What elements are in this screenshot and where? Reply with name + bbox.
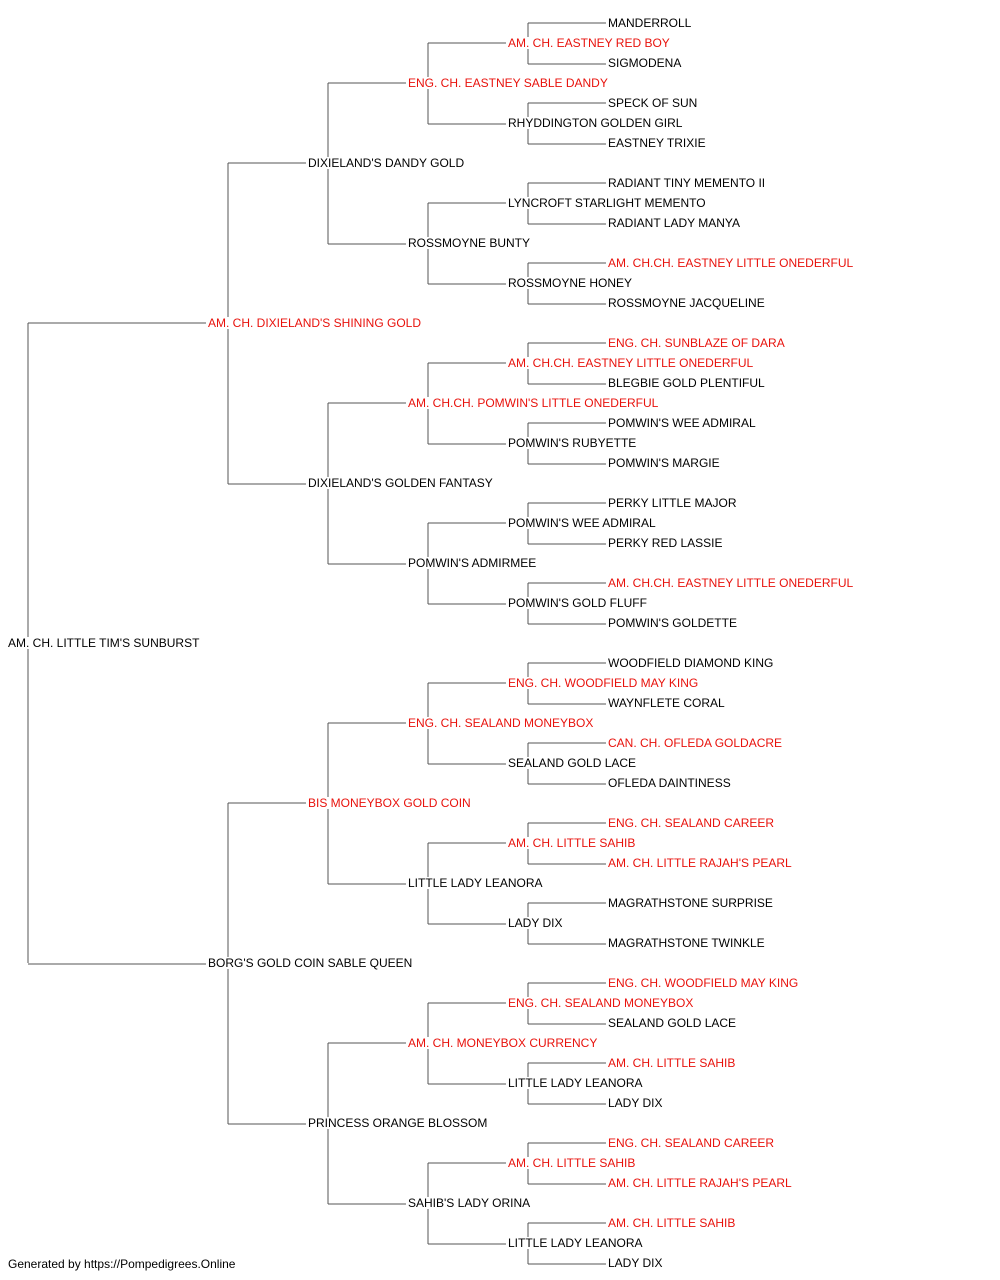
dog-name-gen3-dam[interactable]: SAHIB'S LADY ORINA [408,1196,530,1210]
dog-name-gen3-sire[interactable]: AM. CH.CH. POMWIN'S LITTLE ONEDERFUL [408,396,659,410]
dog-name-gen5-sire[interactable]: ENG. CH. SUNBLAZE OF DARA [608,336,785,350]
dog-name-gen5-sire[interactable]: ENG. CH. WOODFIELD MAY KING [608,976,798,990]
dog-name-gen5-sire[interactable]: RADIANT TINY MEMENTO II [608,176,765,190]
dog-name-gen5-dam[interactable]: SIGMODENA [608,56,681,70]
dog-name-gen5-sire[interactable]: WOODFIELD DIAMOND KING [608,656,773,670]
dog-name-gen4-dam[interactable]: RHYDDINGTON GOLDEN GIRL [508,116,683,130]
dog-name-gen5-sire[interactable]: MANDERROLL [608,16,692,30]
dog-name-gen4-sire[interactable]: ENG. CH. WOODFIELD MAY KING [508,676,698,690]
dog-name-gen4-sire[interactable]: POMWIN'S WEE ADMIRAL [508,516,656,530]
dog-name-gen3-dam[interactable]: LITTLE LADY LEANORA [408,876,543,890]
dog-name-gen5-dam[interactable]: AM. CH. LITTLE RAJAH'S PEARL [608,1176,792,1190]
dog-name-gen5-sire[interactable]: AM. CH.CH. EASTNEY LITTLE ONEDERFUL [608,256,853,270]
dog-name-gen0-subject[interactable]: AM. CH. LITTLE TIM'S SUNBURST [8,636,200,650]
dog-name-gen5-sire[interactable]: MAGRATHSTONE SURPRISE [608,896,773,910]
dog-name-gen5-sire[interactable]: CAN. CH. OFLEDA GOLDACRE [608,736,782,750]
dog-name-gen5-sire[interactable]: PERKY LITTLE MAJOR [608,496,737,510]
dog-name-gen5-sire[interactable]: SPECK OF SUN [608,96,697,110]
dog-name-gen3-dam[interactable]: POMWIN'S ADMIRMEE [408,556,536,570]
dog-name-gen5-sire[interactable]: POMWIN'S WEE ADMIRAL [608,416,756,430]
dog-name-gen2-sire[interactable]: DIXIELAND'S DANDY GOLD [308,156,464,170]
dog-name-gen5-dam[interactable]: LADY DIX [608,1096,662,1110]
dog-name-gen2-sire[interactable]: BIS MONEYBOX GOLD COIN [308,796,471,810]
dog-name-gen5-dam[interactable]: POMWIN'S MARGIE [608,456,720,470]
dog-name-gen4-dam[interactable]: LITTLE LADY LEANORA [508,1236,643,1250]
dog-name-gen5-sire[interactable]: AM. CH. LITTLE SAHIB [608,1216,735,1230]
dog-name-gen4-sire[interactable]: AM. CH. LITTLE SAHIB [508,836,635,850]
dog-name-gen4-dam[interactable]: LADY DIX [508,916,562,930]
dog-name-gen5-dam[interactable]: RADIANT LADY MANYA [608,216,740,230]
dog-name-gen5-sire[interactable]: AM. CH.CH. EASTNEY LITTLE ONEDERFUL [608,576,853,590]
dog-name-gen5-sire[interactable]: ENG. CH. SEALAND CAREER [608,1136,774,1150]
dog-name-gen5-sire[interactable]: ENG. CH. SEALAND CAREER [608,816,774,830]
footer-credit: Generated by https://Pompedigrees.Online [8,1257,236,1271]
dog-name-gen4-sire[interactable]: AM. CH. LITTLE SAHIB [508,1156,635,1170]
dog-name-gen3-sire[interactable]: ENG. CH. SEALAND MONEYBOX [408,716,593,730]
dog-name-gen2-dam[interactable]: PRINCESS ORANGE BLOSSOM [308,1116,487,1130]
dog-name-gen5-dam[interactable]: BLEGBIE GOLD PLENTIFUL [608,376,765,390]
dog-name-gen5-sire[interactable]: AM. CH. LITTLE SAHIB [608,1056,735,1070]
dog-name-gen4-dam[interactable]: SEALAND GOLD LACE [508,756,636,770]
dog-name-gen5-dam[interactable]: POMWIN'S GOLDETTE [608,616,737,630]
dog-name-gen4-sire[interactable]: AM. CH. EASTNEY RED BOY [508,36,670,50]
dog-name-gen3-sire[interactable]: AM. CH. MONEYBOX CURRENCY [408,1036,597,1050]
dog-name-gen4-dam[interactable]: LITTLE LADY LEANORA [508,1076,643,1090]
dog-name-gen4-dam[interactable]: POMWIN'S RUBYETTE [508,436,636,450]
dog-name-gen2-dam[interactable]: DIXIELAND'S GOLDEN FANTASY [308,476,493,490]
dog-name-gen4-dam[interactable]: POMWIN'S GOLD FLUFF [508,596,647,610]
dog-name-gen5-dam[interactable]: AM. CH. LITTLE RAJAH'S PEARL [608,856,792,870]
dog-name-gen5-dam[interactable]: WAYNFLETE CORAL [608,696,725,710]
dog-name-gen4-dam[interactable]: ROSSMOYNE HONEY [508,276,632,290]
dog-name-gen5-dam[interactable]: EASTNEY TRIXIE [608,136,706,150]
dog-name-gen3-sire[interactable]: ENG. CH. EASTNEY SABLE DANDY [408,76,608,90]
dog-name-gen5-dam[interactable]: SEALAND GOLD LACE [608,1016,736,1030]
dog-name-gen3-dam[interactable]: ROSSMOYNE BUNTY [408,236,530,250]
dog-name-gen5-dam[interactable]: OFLEDA DAINTINESS [608,776,731,790]
dog-name-gen1-dam[interactable]: BORG'S GOLD COIN SABLE QUEEN [208,956,412,970]
dog-name-gen5-dam[interactable]: PERKY RED LASSIE [608,536,723,550]
dog-name-gen4-sire[interactable]: AM. CH.CH. EASTNEY LITTLE ONEDERFUL [508,356,753,370]
dog-name-gen5-dam[interactable]: LADY DIX [608,1256,662,1270]
dog-name-gen4-sire[interactable]: LYNCROFT STARLIGHT MEMENTO [508,196,706,210]
dog-name-gen5-dam[interactable]: ROSSMOYNE JACQUELINE [608,296,765,310]
dog-name-gen1-sire[interactable]: AM. CH. DIXIELAND'S SHINING GOLD [208,316,421,330]
dog-name-gen5-dam[interactable]: MAGRATHSTONE TWINKLE [608,936,765,950]
dog-name-gen4-sire[interactable]: ENG. CH. SEALAND MONEYBOX [508,996,693,1010]
